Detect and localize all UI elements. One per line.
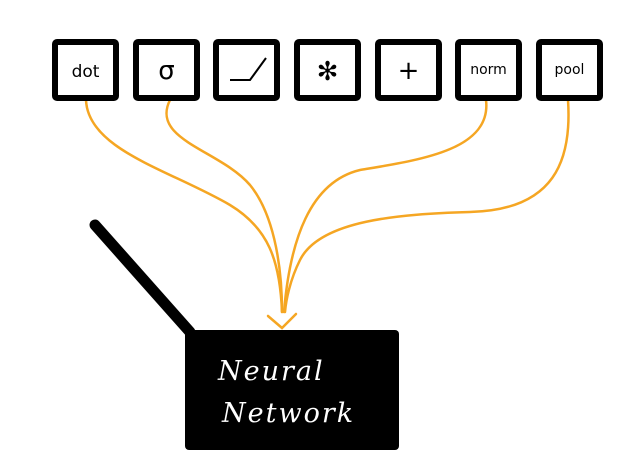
op-box-norm[interactable]: norm: [455, 39, 522, 101]
network-body: [185, 330, 399, 450]
wire-arrowhead: [266, 312, 298, 330]
network-label-line2: Network: [221, 398, 355, 429]
neural-network-box[interactable]: Neural Network: [89, 219, 399, 450]
op-box-relu[interactable]: [213, 39, 280, 101]
wire-dot: [84, 98, 284, 314]
op-label-pool: pool: [555, 62, 585, 78]
op-box-multiply[interactable]: ✻: [294, 39, 361, 101]
op-label-dot: dot: [72, 62, 100, 82]
op-label-norm: norm: [470, 62, 507, 78]
op-box-pool[interactable]: pool: [536, 39, 603, 101]
op-box-dot[interactable]: dot: [52, 39, 119, 101]
operation-boxes: dot σ ✻ + norm pool: [52, 39, 603, 101]
wire-pool: [283, 98, 570, 314]
op-box-sigma[interactable]: σ: [133, 39, 200, 101]
network-handle: [89, 219, 196, 338]
op-label-multiply: ✻: [317, 57, 339, 87]
wire-norm: [282, 98, 488, 314]
relu-icon: [230, 57, 267, 81]
connection-wires: [84, 98, 570, 330]
op-label-add: +: [398, 56, 420, 86]
network-label-line1: Neural: [217, 356, 325, 387]
op-label-sigma: σ: [158, 56, 174, 86]
op-box-add[interactable]: +: [375, 39, 442, 101]
wire-sigma: [165, 98, 284, 314]
